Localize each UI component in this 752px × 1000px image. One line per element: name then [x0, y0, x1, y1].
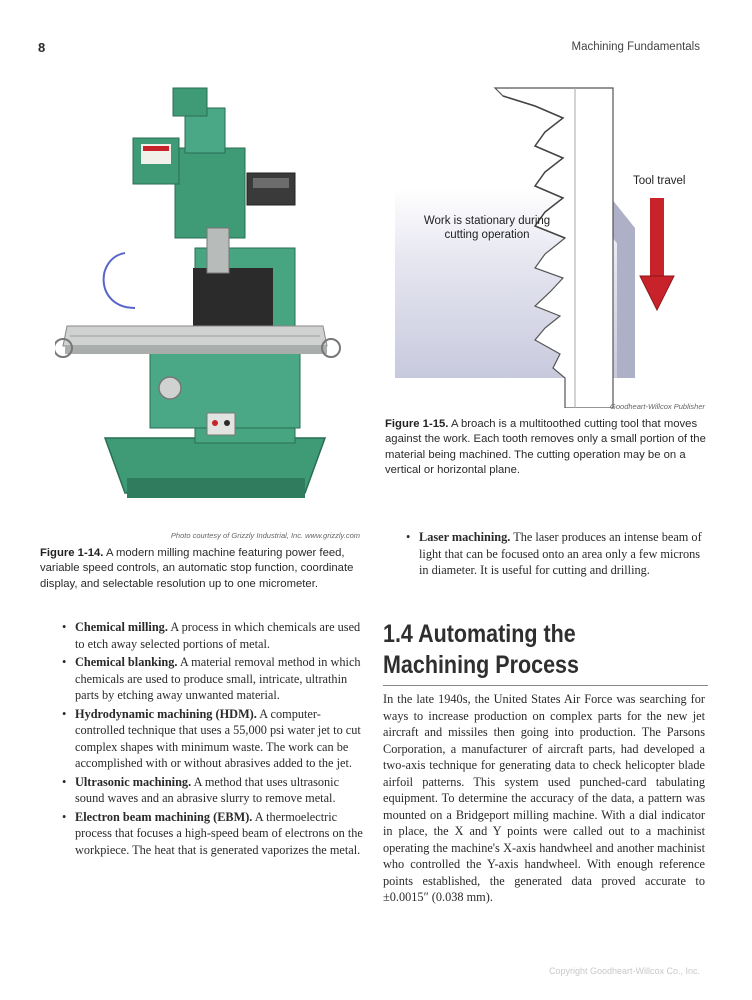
- list-item: Chemical milling. A process in which che…: [60, 619, 363, 652]
- bullet-term: Electron beam machining (EBM).: [75, 809, 253, 824]
- page-number: 8: [38, 40, 46, 55]
- list-item: Laser machining. The laser produces an i…: [404, 529, 704, 579]
- figure-label: Figure 1-15.: [385, 418, 449, 430]
- list-item: Electron beam machining (EBM). A thermoe…: [60, 809, 363, 859]
- bullet-list: Laser machining. The laser produces an i…: [404, 529, 704, 581]
- milling-machine-photo: [55, 87, 341, 498]
- bullet-list: Chemical milling. A process in which che…: [60, 619, 363, 860]
- list-item: Ultrasonic machining. A method that uses…: [60, 774, 363, 807]
- bullet-term: Ultrasonic machining.: [75, 774, 192, 789]
- bullet-term: Laser machining.: [419, 530, 511, 544]
- copyright-notice: Copyright Goodheart-Willcox Co., Inc.: [548, 966, 700, 976]
- figure-credit: Goodheart-Willcox Publisher: [610, 402, 705, 411]
- caption-text: A broach is a multitoothed cutting tool …: [385, 418, 706, 476]
- work-label: Work is stationary during cutting operat…: [423, 215, 551, 241]
- bullet-term: Chemical blanking.: [75, 655, 178, 669]
- section-heading: 1.4 Automating the Machining Process: [383, 620, 579, 679]
- bullet-term: Chemical milling.: [75, 620, 168, 634]
- bullet-term: Hydrodynamic machining (HDM).: [75, 706, 257, 721]
- bullet-text: A computer-controlled technique that use…: [75, 706, 361, 771]
- list-item: Hydrodynamic machining (HDM). A computer…: [60, 706, 363, 772]
- broach-diagram: [395, 87, 675, 408]
- figure-label: Figure 1-14.: [40, 547, 104, 559]
- bullet-text: A method that uses ultrasonic sound wave…: [75, 774, 340, 806]
- tool-travel-label: Tool travel: [633, 175, 686, 187]
- heading-rule: [383, 685, 708, 686]
- list-item: Chemical blanking. A material removal me…: [60, 654, 363, 704]
- figure-caption: Figure 1-15. A broach is a multitoothed …: [385, 417, 710, 478]
- section-body: In the late 1940s, the United States Air…: [383, 692, 705, 904]
- bullet-text: The laser produces an intense beam of li…: [419, 530, 702, 577]
- bullet-text: A process in which chemicals are used to…: [75, 620, 361, 651]
- bullet-text: A thermoelectric process that focuses a …: [75, 809, 363, 857]
- figure-caption: Figure 1-14. A modern milling machine fe…: [40, 546, 360, 592]
- caption-text: A modern milling machine featuring power…: [40, 547, 354, 590]
- bullet-text: A material removal method in which chemi…: [75, 655, 361, 702]
- figure-credit: Photo courtesy of Grizzly Industrial, In…: [170, 531, 360, 540]
- running-title: Machining Fundamentals: [571, 41, 701, 53]
